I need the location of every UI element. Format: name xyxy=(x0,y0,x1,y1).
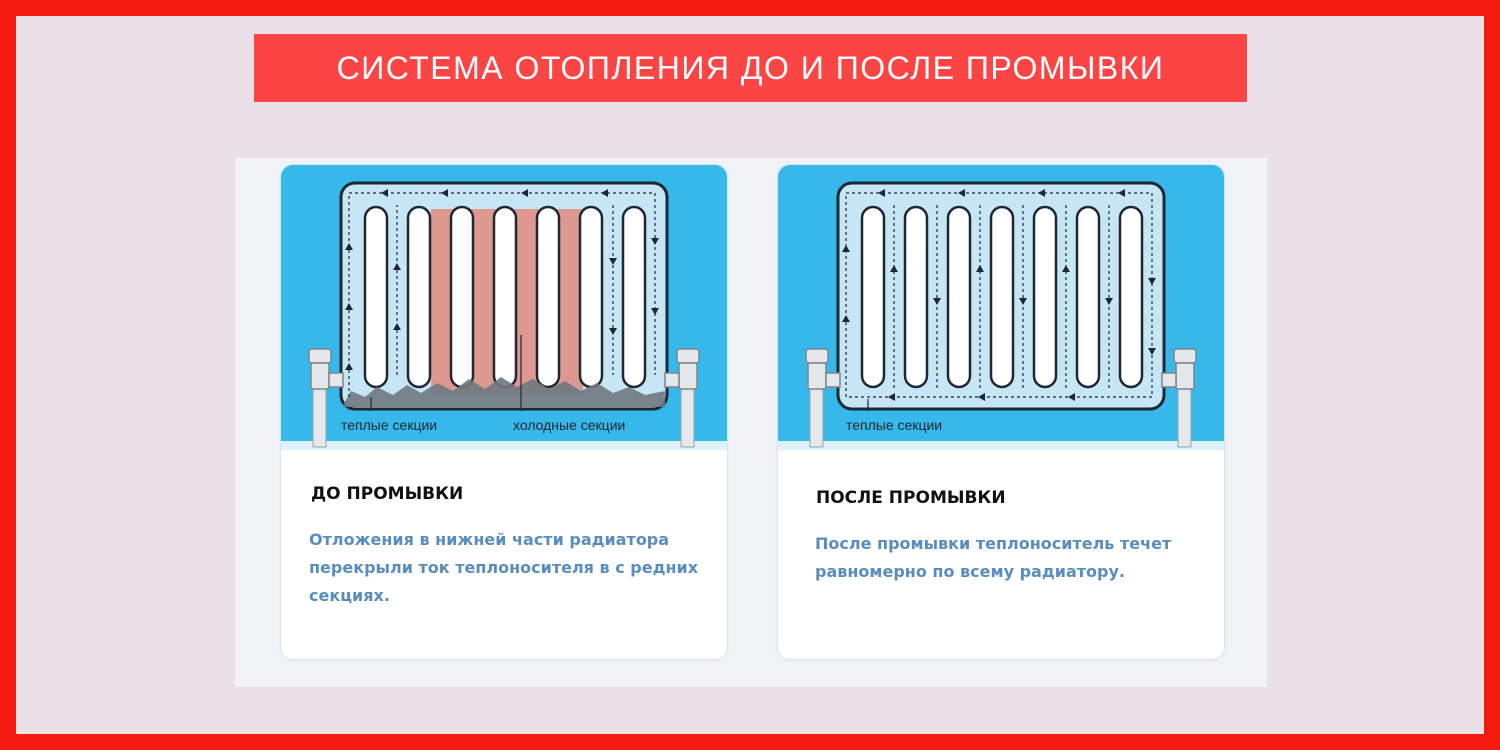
poster-frame: СИСТЕМА ОТОПЛЕНИЯ ДО И ПОСЛЕ ПРОМЫВКИ xyxy=(16,16,1484,734)
right-valve xyxy=(1161,348,1197,390)
radiator-sections xyxy=(363,205,647,389)
before-text-block: ДО ПРОМЫВКИ Отложения в нижней части рад… xyxy=(281,450,727,659)
after-flush-card: теплые секции ПОСЛЕ ПРОМЫВКИ После промы… xyxy=(778,165,1224,659)
right-valve xyxy=(664,348,700,390)
after-text-block: ПОСЛЕ ПРОМЫВКИ После промывки теплоносит… xyxy=(778,450,1224,659)
before-description: Отложения в нижней части радиатора перек… xyxy=(309,530,699,605)
sediment-deposits xyxy=(343,377,665,407)
left-valve xyxy=(805,348,841,390)
before-flush-card: теплые секции холодные секции ДО ПРОМЫВК… xyxy=(281,165,727,659)
poster-title: СИСТЕМА ОТОПЛЕНИЯ ДО И ПОСЛЕ ПРОМЫВКИ xyxy=(336,49,1165,86)
left-valve xyxy=(308,348,344,390)
radiator-sections xyxy=(860,205,1144,389)
warm-sections-label: теплые секции xyxy=(341,417,438,433)
after-heading: ПОСЛЕ ПРОМЫВКИ xyxy=(816,488,1006,508)
before-radiator-illustration: теплые секции холодные секции xyxy=(281,165,727,450)
after-description: После промывки теплоноситель течет равно… xyxy=(815,534,1172,581)
before-heading: ДО ПРОМЫВКИ xyxy=(311,484,464,504)
warm-sections-label: теплые секции xyxy=(846,417,943,433)
flow-arrows xyxy=(842,189,1156,401)
radiator-clogged-diagram xyxy=(281,181,727,450)
after-radiator-illustration: теплые секции xyxy=(778,165,1224,450)
cold-sections-label: холодные секции xyxy=(513,417,626,433)
radiator-clean-diagram xyxy=(778,181,1224,450)
title-banner: СИСТЕМА ОТОПЛЕНИЯ ДО И ПОСЛЕ ПРОМЫВКИ xyxy=(254,34,1247,102)
comparison-area: теплые секции холодные секции ДО ПРОМЫВК… xyxy=(235,158,1267,687)
flow-arrows xyxy=(345,189,659,370)
